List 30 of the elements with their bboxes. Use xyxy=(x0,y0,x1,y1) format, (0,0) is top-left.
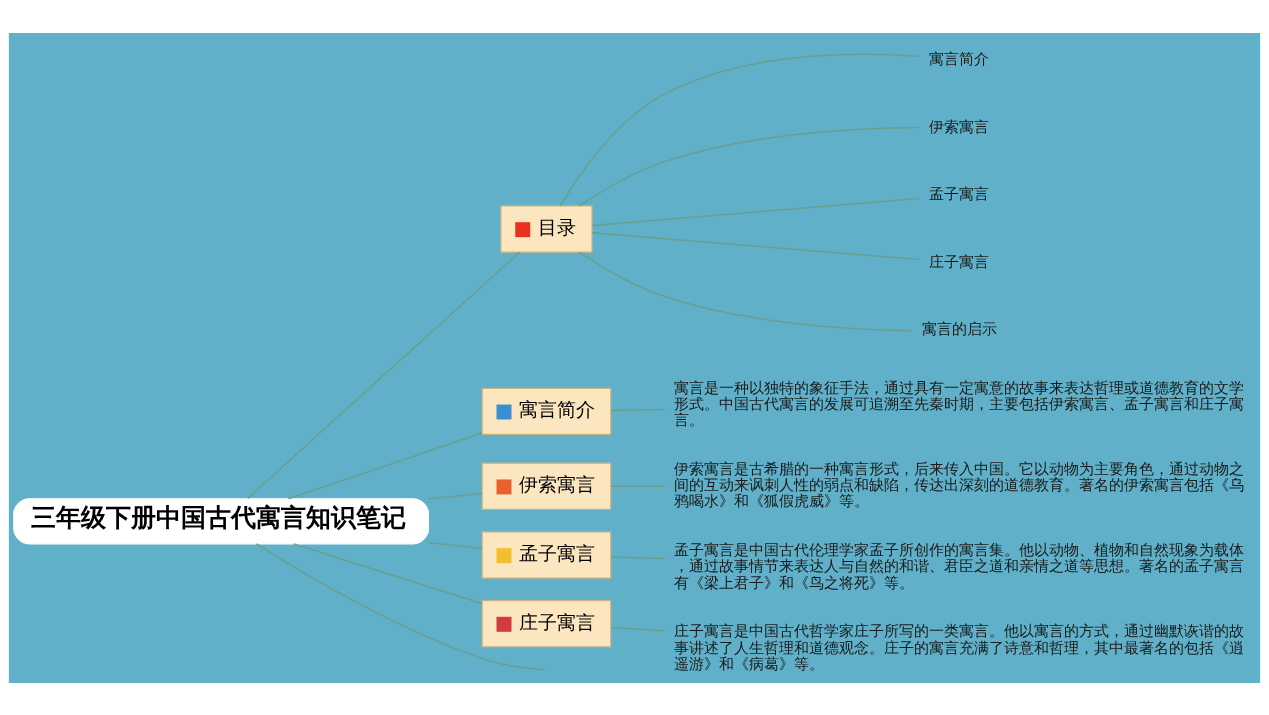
node-box: 寓言简介 xyxy=(481,387,612,435)
node-box: 伊索寓言 xyxy=(481,462,612,510)
connector xyxy=(292,542,483,604)
connector xyxy=(427,541,483,549)
connector xyxy=(559,53,920,206)
connector xyxy=(255,542,546,671)
connector xyxy=(578,251,913,331)
connector xyxy=(246,251,521,499)
node-text: 庄子寓言是中国古代哲学家庄子所写的一类寓言。他以寓言的方式，通过幽默诙谐的故事讲述了人生哲理和道德观念。庄子的寓言充满了诗意和哲理，其中最著名的包括《逍遥游》和《病葛》等。 xyxy=(674,621,1245,673)
node-text: 庄子寓言 xyxy=(929,252,990,271)
connector xyxy=(610,408,666,411)
connector xyxy=(578,126,920,206)
connector xyxy=(610,555,666,559)
node-text: 寓言简介 xyxy=(929,49,990,68)
node-box: 庄子寓言 xyxy=(481,599,612,647)
node-text: 伊索寓言是古希腊的一种寓言形式，后来传入中国。它以动物为主要角色，通过动物之间的互动来讽刺人性的弱点和缺陷，传达出深刻的道德教育。著名的伊索寓言包括《乌鸦喝水》和《狐假虎威》等。 xyxy=(674,459,1245,510)
node-text: 寓言是一种以独特的象征手法，通过具有一定寓意的故事来表达哲理或道德教育的文学形式。中国古代寓言的发展可追溯至先秦时期，主要包括伊索寓言、孟子寓言和庄子寓言。 xyxy=(674,378,1245,429)
node-text: 孟子寓言是中国古代伦理学家孟子所创作的寓言集。他以动物、植物和自然现象为载体，通过故事情节来表达人与自然的和谐、君臣之道和亲情之道等思想。著名的孟子寓言有《梁上君子》和《鸟之将死》等。 xyxy=(674,540,1245,592)
connector xyxy=(287,431,483,500)
node-text: 寓言的启示 xyxy=(921,319,997,338)
connector xyxy=(591,231,920,260)
connector xyxy=(610,485,666,487)
connector xyxy=(427,491,483,500)
node-text: 伊索寓言 xyxy=(929,117,990,136)
connector xyxy=(610,626,666,632)
node-box: 三年级下册中国古代寓言知识笔记 xyxy=(13,497,430,544)
node-box: 目录 xyxy=(500,204,593,253)
connector xyxy=(591,197,920,226)
node-text: 孟子寓言 xyxy=(929,184,990,203)
node-box: 孟子寓言 xyxy=(481,530,612,579)
